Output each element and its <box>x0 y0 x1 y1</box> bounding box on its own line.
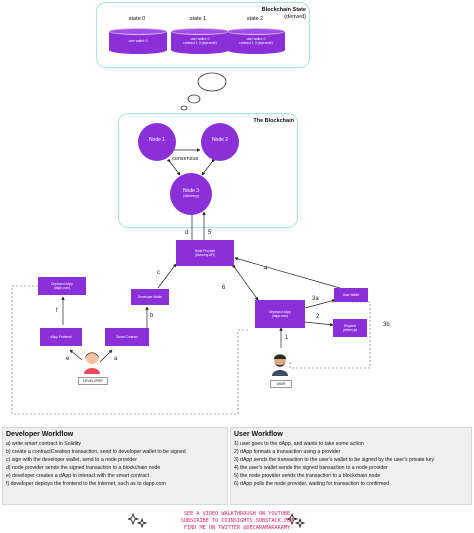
list-item: a) write smart contract in Solidity <box>6 441 81 447</box>
list-item: 6) dApp polls the node provider, waiting… <box>234 481 390 487</box>
blockchain-title: The Blockchain <box>253 118 294 124</box>
node-1: Node 1 <box>138 123 176 161</box>
list-item: d) node provider sends the signed transa… <box>6 465 161 471</box>
list-item: 5) the node provider sends the transacti… <box>234 473 381 479</box>
dapp-frontend-box: dApp Frontend <box>40 328 82 346</box>
user-dapp-box: Deployed dApp (dapp.com) <box>255 300 305 328</box>
state-2-cylinder: user wallet: 0 contract 1: 0 (bytecode) <box>227 28 285 54</box>
user-workflow-panel: User Workflow 1) user goes to the dApp, … <box>230 427 472 505</box>
node-3: Node 3 (Alchemy) <box>170 173 212 215</box>
edge-label-f: f <box>56 308 58 314</box>
edge-label-4: 4 <box>264 266 268 272</box>
edge-label-3b: 3b <box>383 322 390 328</box>
user-label: USER <box>270 380 292 388</box>
sparkle-right-icon <box>286 513 306 529</box>
promo-substack: SUBSCRIBE TO COINSIGHTS.SUBSTACK.COM <box>180 518 294 524</box>
blockchain-state-title: Blockchain State (derived) <box>261 7 306 20</box>
developer-workflow-panel: Developer Workflow a) write smart contra… <box>2 427 228 505</box>
list-item: f) developer deploys the frontend to the… <box>6 481 166 487</box>
user-wallet-box: User Wallet <box>334 288 368 302</box>
developer-wallet-box: Developer Wallet <box>131 289 169 305</box>
state-1-label: state 1 <box>189 16 207 22</box>
edge-label-5: 5 <box>208 230 212 236</box>
state-0-label: state 0 <box>128 16 146 22</box>
state-2-label: state 2 <box>246 16 264 22</box>
developer-label: DEVELOPER <box>78 377 108 385</box>
user-avatar-icon <box>272 354 288 376</box>
edge-label-2: 2 <box>316 314 320 320</box>
list-item: 4) the user's wallet sends the signed tr… <box>234 465 388 471</box>
user-workflow-list: 1) user goes to the dApp, and wants to t… <box>231 440 471 488</box>
developer-avatar-icon <box>84 352 100 374</box>
developer-workflow-title: Developer Workflow <box>6 431 74 438</box>
developer-workflow-list: a) write smart contract in Solidity b) c… <box>3 440 227 488</box>
blockchain-panel <box>118 113 298 228</box>
state-0-cylinder: user wallet: 0 <box>109 28 167 54</box>
state-1-cylinder: user wallet: 0 contract 1: 0 (bytecode) <box>171 28 229 54</box>
list-item: 3) dApp sends the transaction to the use… <box>234 457 435 463</box>
node-2: Node 2 <box>201 123 239 161</box>
list-item: b) create a contractCreation transaction… <box>6 449 186 455</box>
list-item: 1) user goes to the dApp, and wants to t… <box>234 441 364 447</box>
edge-label-c: c <box>157 270 160 276</box>
consensus-label: consensus <box>172 156 199 162</box>
list-item: 2) dApp formats a transaction using a pr… <box>234 449 341 455</box>
edge-label-6: 6 <box>222 285 226 291</box>
list-item: e) developer creates a dApp to interact … <box>6 473 150 479</box>
node-provider-box: Node Provider (Alchemy API) <box>176 240 234 266</box>
smart-contract-box: Smart Contract <box>105 328 149 346</box>
edge-label-d: d <box>185 230 189 236</box>
promo-youtube: SEE A VIDEO WALKTHROUGH ON YOUTUBE <box>183 511 291 517</box>
deployed-dapp-box: Deployed dApp (dapp.com) <box>38 277 86 295</box>
edge-label-1: 1 <box>285 335 289 341</box>
edge-label-b: b <box>150 313 154 319</box>
list-item: c) sign with the developer wallet, send … <box>6 457 137 463</box>
request-box: Request (ethers.js) <box>333 319 367 337</box>
promo-twitter: FIND ME ON TWITTER @DECARAMAKARAMY <box>183 525 291 531</box>
edge-label-3a: 3a <box>312 296 319 302</box>
blockchain-state-panel <box>96 2 310 68</box>
sparkle-left-icon <box>128 513 148 529</box>
user-workflow-title: User Workflow <box>234 431 283 438</box>
edge-label-a: a <box>114 356 118 362</box>
thought-bubble-icon <box>180 72 227 111</box>
edge-label-e: e <box>66 356 70 362</box>
